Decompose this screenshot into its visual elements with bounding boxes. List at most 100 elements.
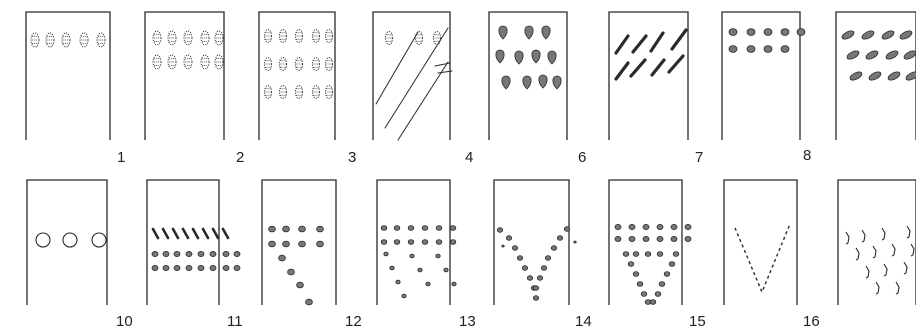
dot-mark xyxy=(659,282,665,287)
slanted-oval-mark xyxy=(887,70,901,82)
dot-mark xyxy=(317,226,324,232)
panel-number-13: 13 xyxy=(459,313,476,330)
circle-mark xyxy=(63,233,77,247)
hooked-slash-mark xyxy=(911,244,914,256)
dot-mark xyxy=(299,241,306,247)
slanted-oval-mark xyxy=(846,49,860,61)
panel-number-16: 16 xyxy=(803,313,820,330)
panel-frame xyxy=(609,12,688,140)
dot-mark xyxy=(186,251,192,256)
slash-mark xyxy=(669,56,683,72)
dot-mark xyxy=(533,286,538,291)
slanted-oval-mark xyxy=(849,70,863,82)
dot-mark xyxy=(781,29,789,36)
dot-mark xyxy=(394,240,400,245)
dot-mark xyxy=(390,266,394,270)
dot-mark xyxy=(396,280,400,284)
panel-number-8: 8 xyxy=(803,147,811,164)
panel-10 xyxy=(27,180,107,305)
dot-mark xyxy=(163,265,169,270)
panel-number-3: 3 xyxy=(348,149,356,166)
panel-frame xyxy=(147,180,219,305)
panel-16 xyxy=(724,180,797,305)
dot-mark xyxy=(685,236,691,241)
dot-mark xyxy=(402,294,406,298)
dot-mark xyxy=(512,246,517,251)
dot-mark xyxy=(317,241,324,247)
teardrop-mark xyxy=(499,26,507,39)
teardrop-mark xyxy=(553,76,561,89)
dot-mark xyxy=(174,265,180,270)
dot-mark xyxy=(410,254,414,258)
dot-mark xyxy=(781,46,789,53)
dot-mark xyxy=(384,252,388,256)
panel-number-1: 1 xyxy=(117,149,125,166)
dot-mark xyxy=(729,29,737,36)
dot-mark xyxy=(628,262,634,267)
dot-mark xyxy=(444,268,448,272)
slash-mark xyxy=(672,30,686,49)
dot-mark xyxy=(174,251,180,256)
panel-4 xyxy=(373,12,452,140)
dot-mark xyxy=(685,224,691,229)
dot-mark xyxy=(669,262,675,267)
dot-mark xyxy=(223,251,229,256)
dot-mark xyxy=(657,224,663,229)
dot-mark xyxy=(629,236,635,241)
dot-mark xyxy=(426,282,430,286)
dot-mark xyxy=(283,241,290,247)
dot-mark xyxy=(306,299,313,305)
dot-mark xyxy=(657,236,663,241)
dot-mark xyxy=(436,226,442,231)
dot-mark xyxy=(269,241,276,247)
dot-mark xyxy=(288,269,295,275)
panel-frame xyxy=(838,180,916,305)
teardrop-mark xyxy=(539,75,547,88)
teardrop-mark xyxy=(525,26,533,39)
short-slash-mark xyxy=(223,229,228,238)
dot-mark xyxy=(163,251,169,256)
hooked-slash-mark xyxy=(862,230,865,242)
panel-7 xyxy=(609,12,688,140)
short-slash-mark xyxy=(203,229,208,238)
panel-number-12: 12 xyxy=(345,313,362,330)
slash-mark xyxy=(631,60,645,76)
teardrop-mark xyxy=(502,76,510,89)
panel-number-6: 6 xyxy=(578,149,586,166)
dot-mark xyxy=(747,29,755,36)
hooked-slash-mark xyxy=(866,266,869,278)
dot-mark xyxy=(381,240,387,245)
dot-mark xyxy=(299,226,306,232)
panel-frame xyxy=(26,12,110,140)
panel-number-15: 15 xyxy=(689,313,706,330)
slash-mark xyxy=(616,63,628,79)
dot-mark xyxy=(198,251,204,256)
dot-mark xyxy=(436,240,442,245)
hooked-slash-mark xyxy=(904,262,907,274)
diagonal-line xyxy=(385,28,448,128)
dot-mark xyxy=(422,226,428,231)
hooked-slash-mark xyxy=(873,246,876,258)
hooked-slash-mark xyxy=(884,264,887,276)
slash-mark xyxy=(633,36,646,52)
panel-14 xyxy=(494,180,576,305)
teardrop-mark xyxy=(496,50,504,63)
dot-mark xyxy=(522,266,527,271)
dot-mark xyxy=(764,46,772,53)
dot-mark xyxy=(643,224,649,229)
panel-number-7: 7 xyxy=(695,149,703,166)
dot-mark xyxy=(615,224,621,229)
hooked-slash-mark xyxy=(896,282,899,294)
fleck-mark xyxy=(502,245,504,247)
panel-number-4: 4 xyxy=(465,149,473,166)
panel-12 xyxy=(262,180,336,305)
dot-mark xyxy=(533,296,538,301)
dot-mark xyxy=(615,236,621,241)
hooked-slash-mark xyxy=(846,232,849,244)
dot-mark xyxy=(283,226,290,232)
short-slash-mark xyxy=(213,229,218,238)
dot-mark xyxy=(450,240,456,245)
dot-mark xyxy=(450,226,456,231)
dot-mark xyxy=(297,282,304,288)
dot-mark xyxy=(452,282,456,286)
